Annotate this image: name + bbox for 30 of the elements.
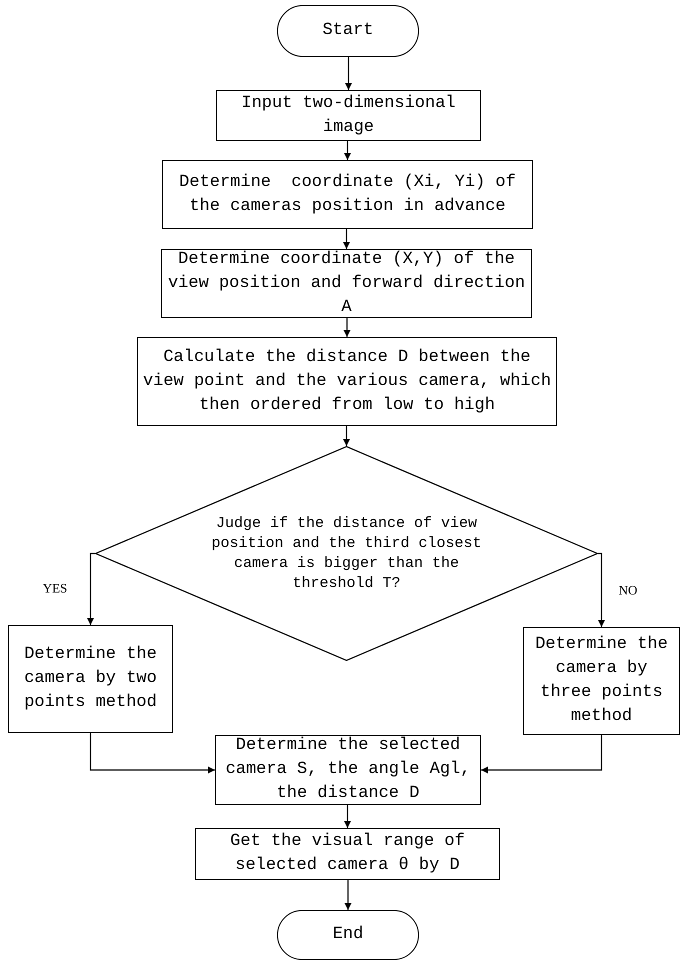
process-box [216,90,481,141]
node-text: Start [322,20,374,42]
node-text: Determine the camera by three points method [534,634,669,728]
arrow [344,141,351,160]
node-text: Input two-dimensional image [240,92,457,138]
arrow [343,426,350,446]
arrow [344,318,350,337]
node-text: Determine coordinate (Xi, Yi) of the cameras position in advance [178,172,517,218]
node-text: Get the visual range of selected camera θ by D [229,831,466,877]
node-text: Calculate the distance D between the view point and the various camera, which then ordered from low to high [142,346,552,416]
edge-label: NO [616,584,640,596]
arrow [87,552,95,625]
node-text: Determine the camera by two points method [23,644,158,714]
process-box [137,337,557,426]
node-text: End [332,924,364,946]
process-box [195,828,500,880]
process-box [162,160,533,229]
node-text: Determine coordinate (X,Y) of the view position and forward direction A [166,248,526,318]
arrow [90,733,215,774]
arrow [344,805,351,828]
arrow [344,880,352,910]
arrow [598,552,605,627]
node-text: Judge if the distance of view position and the third closest camera is bigger than the threshold T? [210,514,483,594]
process-box [8,625,173,733]
node-text: Determine the selected camera S, the angle Agl, the distance D [224,735,472,805]
arrow [343,229,350,249]
arrow [481,735,602,774]
edge-label: YES [40,582,70,594]
arrow [345,57,352,90]
process-box [523,627,680,735]
